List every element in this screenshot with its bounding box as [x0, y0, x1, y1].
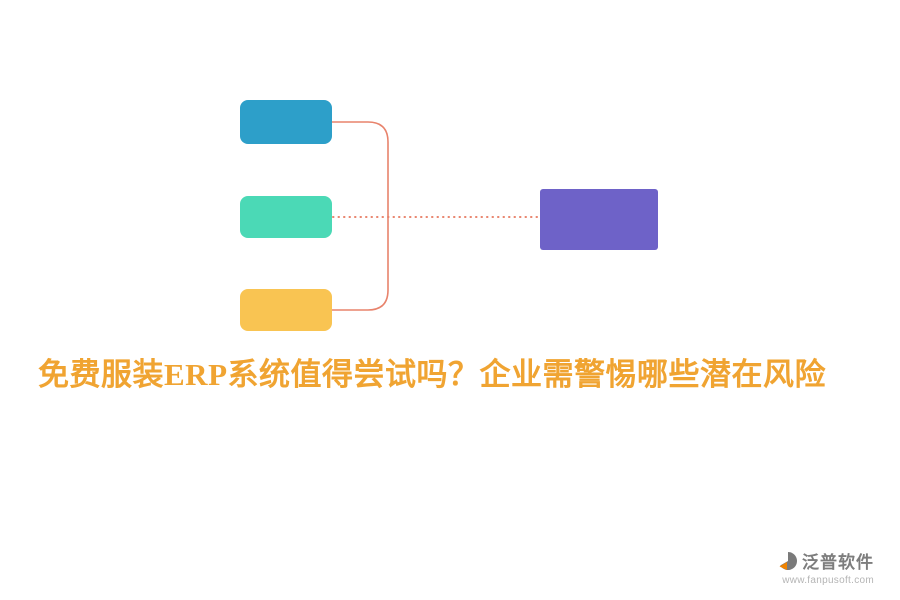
fanpu-logo-icon: [779, 551, 797, 570]
node-bottom[interactable]: [240, 289, 332, 331]
node-result[interactable]: [540, 189, 658, 250]
brand-footer: 泛普软件 www.fanpusoft.com: [778, 548, 874, 586]
node-middle[interactable]: [240, 196, 332, 238]
page-title: 免费服装ERP系统值得尝试吗？企业需警惕哪些潜在风险: [38, 357, 826, 392]
node-top[interactable]: [240, 100, 332, 144]
bracket-connector: [332, 121, 389, 311]
brand-website: www.fanpusoft.com: [782, 575, 874, 586]
brand-row: 泛普软件: [778, 548, 874, 573]
brand-name: 泛普软件: [802, 553, 874, 572]
